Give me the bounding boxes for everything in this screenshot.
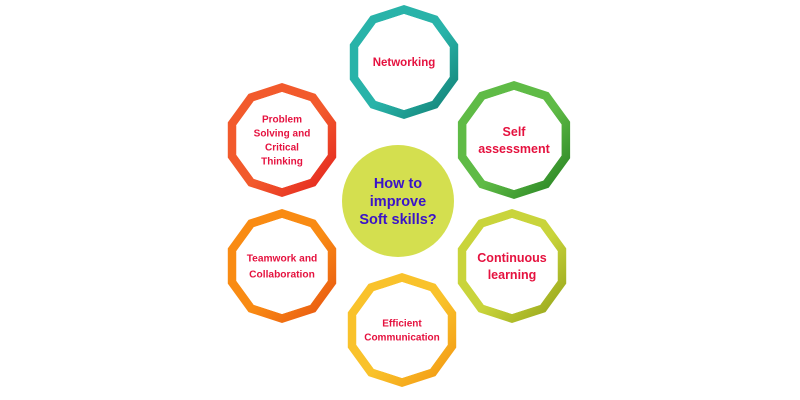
skill-label-line: Problem bbox=[262, 115, 302, 126]
skill-label-line: learning bbox=[488, 268, 537, 282]
decagon-inner bbox=[466, 90, 562, 190]
skill-node-networking: Networking bbox=[349, 5, 459, 119]
decagon-inner bbox=[356, 282, 448, 378]
decagon-inner bbox=[358, 14, 450, 110]
skill-label-line: Networking bbox=[373, 57, 436, 69]
skill-label: Self assessment bbox=[478, 125, 550, 156]
decagon-inner bbox=[236, 218, 328, 314]
skill-label-line: Efficient bbox=[382, 319, 422, 330]
center-label-line: Soft skills? bbox=[359, 212, 436, 228]
skill-label-line: Continuous bbox=[477, 251, 546, 265]
skill-label-line: Communication bbox=[364, 333, 440, 344]
skill-label-line: Teamwork and bbox=[247, 254, 318, 265]
center-label-line: How to bbox=[374, 176, 422, 192]
skill-label-line: Critical bbox=[265, 143, 299, 154]
skill-label-line: Solving and bbox=[254, 129, 311, 140]
skill-label: Networking bbox=[373, 57, 436, 69]
skill-label-line: assessment bbox=[478, 142, 550, 156]
skill-node-continuous-learning: Continuous learning bbox=[457, 209, 567, 323]
skill-node-self-assessment: Self assessment bbox=[457, 81, 571, 199]
skill-label-line: Collaboration bbox=[249, 270, 315, 281]
decagon-inner bbox=[466, 218, 558, 314]
center-label-line: improve bbox=[370, 194, 426, 210]
skill-label-line: Thinking bbox=[261, 157, 303, 168]
skill-label: Continuous learning bbox=[477, 251, 546, 282]
decagon-inner bbox=[236, 92, 328, 188]
center-circle bbox=[342, 145, 454, 257]
skill-label-line: Self bbox=[503, 125, 527, 139]
